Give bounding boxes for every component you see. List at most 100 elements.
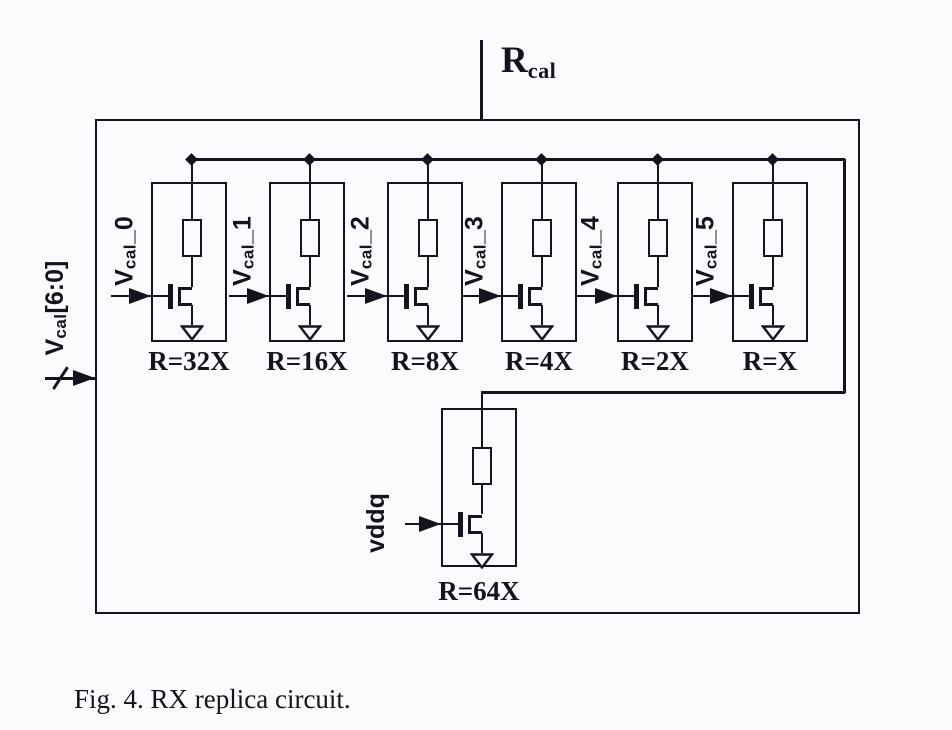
gate-label-suffix: _1 — [228, 216, 257, 244]
nmos-transistor — [343, 284, 473, 344]
nmos-channel — [296, 287, 299, 306]
source-hook-wire — [178, 303, 192, 306]
resistance-label: R=2X — [621, 346, 689, 376]
ground-symbol — [470, 553, 494, 569]
gate-label-main: V — [691, 269, 720, 286]
cell-box — [501, 182, 577, 342]
replica-cell-64x: vddq R=64X — [362, 390, 527, 630]
gate-label-suffix: _4 — [576, 216, 605, 244]
ground-symbol — [530, 325, 554, 341]
rcal-main: R — [501, 40, 528, 81]
nmos-gate-bar — [518, 284, 523, 309]
source-wire — [308, 305, 312, 325]
ground-symbol — [416, 325, 440, 341]
drain-wire — [540, 160, 544, 219]
nmos-transistor — [107, 284, 237, 344]
gate-label: Vcal_3 — [460, 194, 490, 309]
nmos-transistor — [225, 284, 355, 344]
resistor-drain-wire — [308, 257, 312, 287]
source-hook-wire — [644, 303, 658, 306]
drain-wire — [480, 393, 484, 447]
resistor-drain-wire — [480, 483, 484, 514]
resistance-label: R=X — [742, 346, 798, 376]
source-wire — [771, 305, 775, 325]
source-wire — [426, 305, 430, 325]
resistor-symbol — [648, 219, 668, 257]
cell-box — [151, 182, 227, 342]
gate-arrow-icon — [419, 516, 441, 532]
resistor-symbol — [532, 219, 552, 257]
gate-arrow-icon — [129, 288, 151, 304]
source-hook-wire — [528, 303, 542, 306]
drain-hook-wire — [468, 515, 482, 518]
source-hook-wire — [296, 303, 310, 306]
gate-label-main: V — [576, 269, 605, 286]
nmos-gate-bar — [458, 512, 463, 537]
resistance-label: R=8X — [391, 346, 459, 376]
bus-label-suffix: [6:0] — [41, 260, 69, 314]
replica-cell-5: Vcal_5 R=X — [688, 150, 818, 390]
gate-arrow-icon — [710, 288, 732, 304]
nmos-gate-bar — [404, 284, 409, 309]
gate-label-suffix: _3 — [460, 216, 489, 244]
replica-cell-1: Vcal_1 R=16X — [225, 150, 355, 390]
drain-wire — [426, 160, 430, 219]
bus-arrow-icon — [73, 370, 95, 386]
resistor-symbol — [300, 219, 320, 257]
rcal-sub: cal — [527, 58, 557, 84]
nmos-gate-bar — [749, 284, 754, 309]
cell-box — [617, 182, 693, 342]
ground-symbol — [180, 325, 204, 341]
gate-label-sub: cal — [586, 244, 606, 270]
nmos-channel — [759, 287, 762, 306]
nmos-transistor — [397, 512, 527, 572]
resistor-symbol — [472, 447, 492, 485]
resistor-symbol — [418, 219, 438, 257]
ground-symbol — [761, 325, 785, 341]
bus-input-label: Vcal[6:0] — [40, 253, 70, 363]
gate-arrow-icon — [595, 288, 617, 304]
drain-wire — [771, 160, 775, 219]
cell-box — [441, 408, 517, 567]
replica-cell-3: Vcal_3 R=4X — [457, 150, 587, 390]
resistor-drain-wire — [540, 257, 544, 287]
gate-label-sub: cal — [701, 244, 721, 270]
gate-label: Vcal_0 — [110, 194, 140, 309]
outer-boundary-box — [95, 119, 860, 614]
source-hook-wire — [468, 531, 482, 534]
gate-label-main: V — [228, 269, 257, 286]
drain-hook-wire — [178, 287, 192, 290]
gate-label-sub: cal — [120, 244, 140, 270]
replica-cell-0: Vcal_0 R=32X — [107, 150, 237, 390]
bus-label-main: V — [41, 338, 69, 356]
nmos-channel — [468, 515, 471, 534]
gate-label-main: V — [460, 269, 489, 286]
control-bus-input-wire — [45, 377, 95, 380]
resistor-drain-wire — [771, 257, 775, 287]
supply-bus-wire — [191, 158, 845, 161]
gate-label-sub: cal — [356, 244, 376, 270]
source-wire — [540, 305, 544, 325]
drain-hook-wire — [528, 287, 542, 290]
resistance-label: R=64X — [438, 576, 520, 606]
gate-label-suffix: _5 — [691, 216, 720, 244]
drain-wire — [656, 160, 660, 219]
resistance-label: R=32X — [148, 346, 230, 376]
gate-arrow-icon — [247, 288, 269, 304]
gate-label: Vcal_5 — [691, 194, 721, 309]
bus-label-sub: cal — [51, 313, 71, 339]
gate-label-suffix: _0 — [110, 216, 139, 244]
gate-label-main: V — [110, 269, 139, 286]
gate-label-main: V — [346, 269, 375, 286]
source-hook-wire — [414, 303, 428, 306]
figure-caption: Fig. 4. RX replica circuit. — [74, 684, 351, 714]
cell-box — [732, 182, 808, 342]
gate-label-suffix: _2 — [346, 216, 375, 244]
bus-right-drop-wire — [843, 159, 846, 393]
drain-wire — [190, 160, 194, 219]
gate-label: Vcal_1 — [228, 194, 258, 309]
rcal-stem-wire — [480, 40, 483, 119]
ground-symbol — [646, 325, 670, 341]
nmos-channel — [644, 287, 647, 306]
